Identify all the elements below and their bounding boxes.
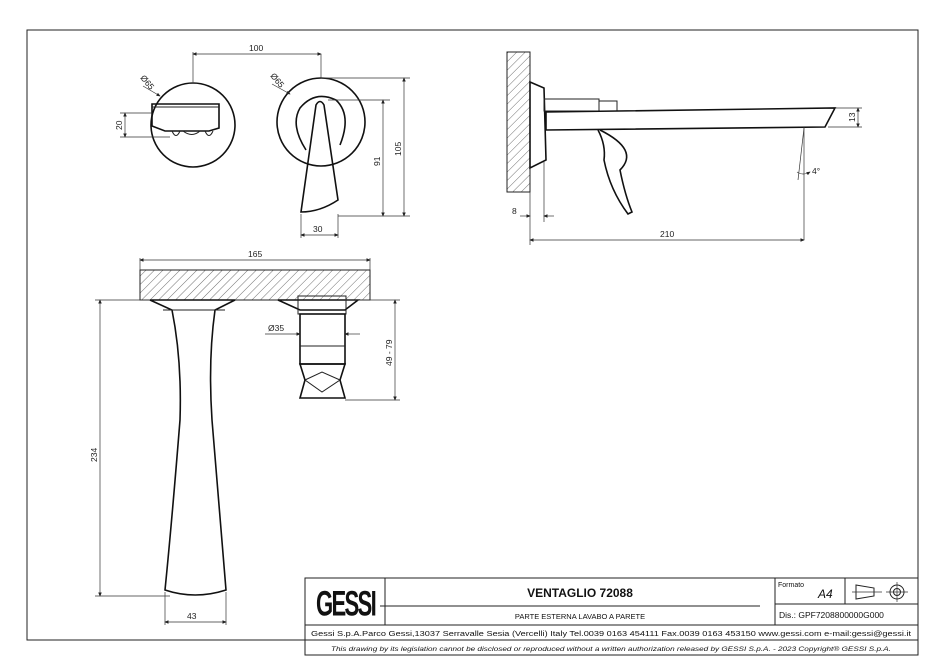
- side-view: 4° 13 8 210: [506, 51, 862, 245]
- company-info: Gessi S.p.A.Parco Gessi,13037 Serravalle…: [311, 631, 911, 638]
- dim-wall-offset: 8: [512, 206, 517, 216]
- dim-centers-distance: 100: [249, 43, 263, 53]
- projection-symbol-icon: [852, 582, 908, 602]
- dim-plate-height: 105: [393, 142, 403, 156]
- dim-wall-depth-range: 49 - 79: [384, 339, 394, 366]
- front-view-spout-plate: 20 Ø65: [114, 52, 236, 168]
- product-subtitle: PARTE ESTERNA LAVABO A PARETE: [515, 612, 645, 621]
- top-view: 165 49 - 79 Ø35 234 43: [89, 249, 400, 625]
- dim-spout-length: 234: [89, 448, 99, 462]
- drawing-number: Dis.: GPF7208800000G000: [779, 610, 884, 620]
- dim-cartridge-diameter: Ø35: [268, 323, 284, 333]
- product-title: VENTAGLIO 72088: [527, 586, 633, 600]
- gessi-logo: GESSI: [316, 584, 376, 623]
- format-label: Formato: [778, 582, 804, 589]
- dim-plate-width: 165: [248, 249, 262, 259]
- copyright-notice: This drawing by its legislation cannot b…: [331, 646, 891, 653]
- drawing-frame: [26, 29, 919, 641]
- dim-plate-diameter-left: Ø65: [138, 73, 156, 92]
- dim-spout-angle: 4°: [812, 166, 820, 176]
- title-block: GESSI VENTAGLIO 72088 PARTE ESTERNA LAVA…: [304, 577, 919, 656]
- dim-spout-projection: 210: [660, 229, 674, 239]
- dim-spout-depth: 20: [114, 120, 124, 130]
- dim-plate-diameter-right: Ø65: [268, 71, 286, 90]
- format-value: A4: [817, 587, 833, 601]
- front-view-lever-plate: 100 91 105 30 Ø65: [192, 43, 410, 238]
- dim-spout-tip-width: 43: [187, 611, 197, 621]
- dim-lever-height: 91: [372, 156, 382, 166]
- dim-lever-width: 30: [313, 224, 323, 234]
- dim-spout-thickness: 13: [847, 112, 857, 122]
